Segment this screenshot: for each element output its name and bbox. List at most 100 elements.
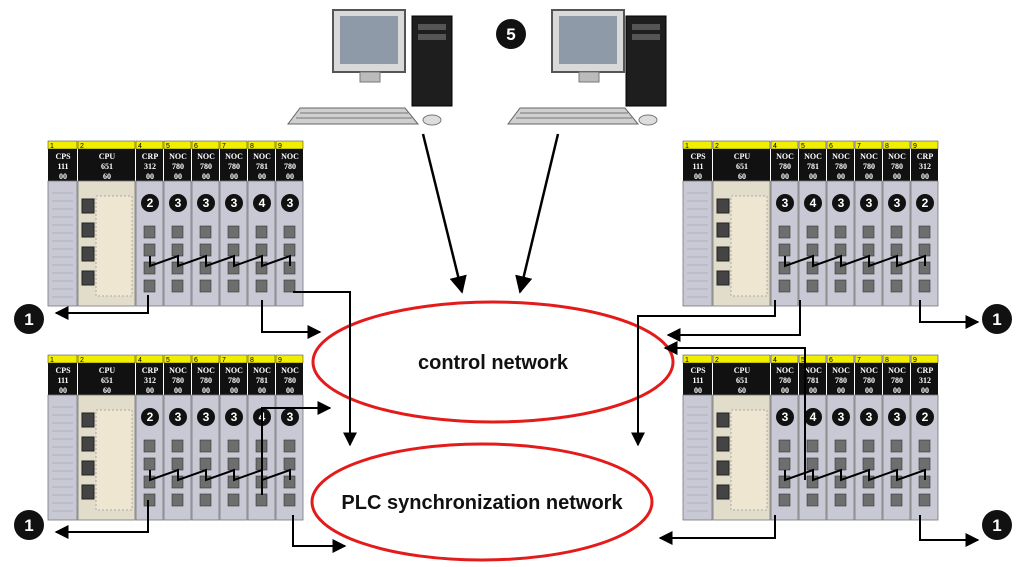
ethernet-port-icon[interactable] <box>890 493 903 507</box>
ethernet-port-icon[interactable] <box>778 493 791 507</box>
ethernet-port-icon[interactable] <box>778 225 791 239</box>
ethernet-port-icon[interactable] <box>890 439 903 453</box>
ethernet-port-icon[interactable] <box>862 279 875 293</box>
ethernet-port-icon[interactable] <box>890 225 903 239</box>
ethernet-port-icon[interactable] <box>918 243 931 257</box>
ethernet-port-icon[interactable] <box>834 493 847 507</box>
plc-rack-bottom-right[interactable]: 1CPS111002CPU651604NOC7800035NOC7810046N… <box>682 354 939 521</box>
ethernet-port-icon[interactable] <box>806 279 819 293</box>
ethernet-port-icon[interactable] <box>227 225 240 239</box>
ethernet-port-icon[interactable] <box>143 457 156 471</box>
ethernet-port-icon[interactable] <box>283 439 296 453</box>
ethernet-port-icon[interactable] <box>918 225 931 239</box>
ethernet-port-icon[interactable] <box>283 493 296 507</box>
ethernet-port-icon[interactable] <box>806 225 819 239</box>
workstation-right[interactable] <box>507 9 667 126</box>
ethernet-port-icon[interactable] <box>199 279 212 293</box>
ethernet-port-icon[interactable] <box>834 457 847 471</box>
ethernet-port-icon[interactable] <box>171 279 184 293</box>
ethernet-port-icon[interactable] <box>862 439 875 453</box>
ethernet-port-icon[interactable] <box>778 457 791 471</box>
ethernet-port-icon[interactable] <box>918 493 931 507</box>
ethernet-port-icon[interactable] <box>255 243 268 257</box>
ethernet-port-icon[interactable] <box>283 243 296 257</box>
ethernet-port-icon[interactable] <box>778 243 791 257</box>
ethernet-port-icon[interactable] <box>227 493 240 507</box>
ethernet-port-icon[interactable] <box>143 493 156 507</box>
ethernet-port-icon[interactable] <box>171 225 184 239</box>
ethernet-port-icon[interactable] <box>918 279 931 293</box>
ethernet-port-icon[interactable] <box>834 225 847 239</box>
ethernet-port-icon[interactable] <box>255 279 268 293</box>
ethernet-port-icon[interactable] <box>255 225 268 239</box>
ethernet-port-icon[interactable] <box>143 439 156 453</box>
ethernet-port-icon[interactable] <box>255 493 268 507</box>
ethernet-port-icon[interactable] <box>143 243 156 257</box>
ethernet-port-icon[interactable] <box>862 493 875 507</box>
ethernet-port-icon[interactable] <box>171 493 184 507</box>
ethernet-port-icon[interactable] <box>199 457 212 471</box>
ethernet-port-icon[interactable] <box>862 457 875 471</box>
ethernet-port-icon[interactable] <box>834 279 847 293</box>
ethernet-port-icon[interactable] <box>834 439 847 453</box>
ethernet-port-icon[interactable] <box>171 457 184 471</box>
ethernet-port-icon[interactable] <box>778 279 791 293</box>
plc-rack-top-right[interactable]: 1CPS111002CPU651604NOC7800035NOC7810046N… <box>682 140 939 307</box>
ethernet-port-icon[interactable] <box>143 279 156 293</box>
ethernet-port-icon[interactable] <box>918 439 931 453</box>
ethernet-port-icon[interactable] <box>806 493 819 507</box>
workstation-left[interactable] <box>287 9 453 126</box>
ethernet-port-icon[interactable] <box>199 225 212 239</box>
ethernet-port-icon[interactable] <box>890 279 903 293</box>
ethernet-port-icon[interactable] <box>806 243 819 257</box>
ethernet-port-icon[interactable] <box>806 439 819 453</box>
ethernet-port-icon[interactable] <box>199 243 212 257</box>
ethernet-port-icon[interactable] <box>227 279 240 293</box>
ethernet-port-icon[interactable] <box>227 439 240 453</box>
ethernet-port-icon[interactable] <box>890 243 903 257</box>
plc-rack-top-left[interactable]: 1CPS111002CPU651604CRP3120025NOC7800036N… <box>47 140 304 307</box>
ethernet-port-icon[interactable] <box>199 439 212 453</box>
ethernet-port-icon[interactable] <box>283 225 296 239</box>
ethernet-port-icon[interactable] <box>806 457 819 471</box>
ethernet-port-icon[interactable] <box>171 243 184 257</box>
ethernet-port-icon[interactable] <box>143 225 156 239</box>
ethernet-port-icon[interactable] <box>834 243 847 257</box>
ethernet-port-icon[interactable] <box>778 439 791 453</box>
ethernet-port-icon[interactable] <box>227 457 240 471</box>
ethernet-port-icon[interactable] <box>918 457 931 471</box>
ethernet-port-icon[interactable] <box>283 457 296 471</box>
ethernet-port-icon[interactable] <box>199 493 212 507</box>
ethernet-port-icon[interactable] <box>862 225 875 239</box>
